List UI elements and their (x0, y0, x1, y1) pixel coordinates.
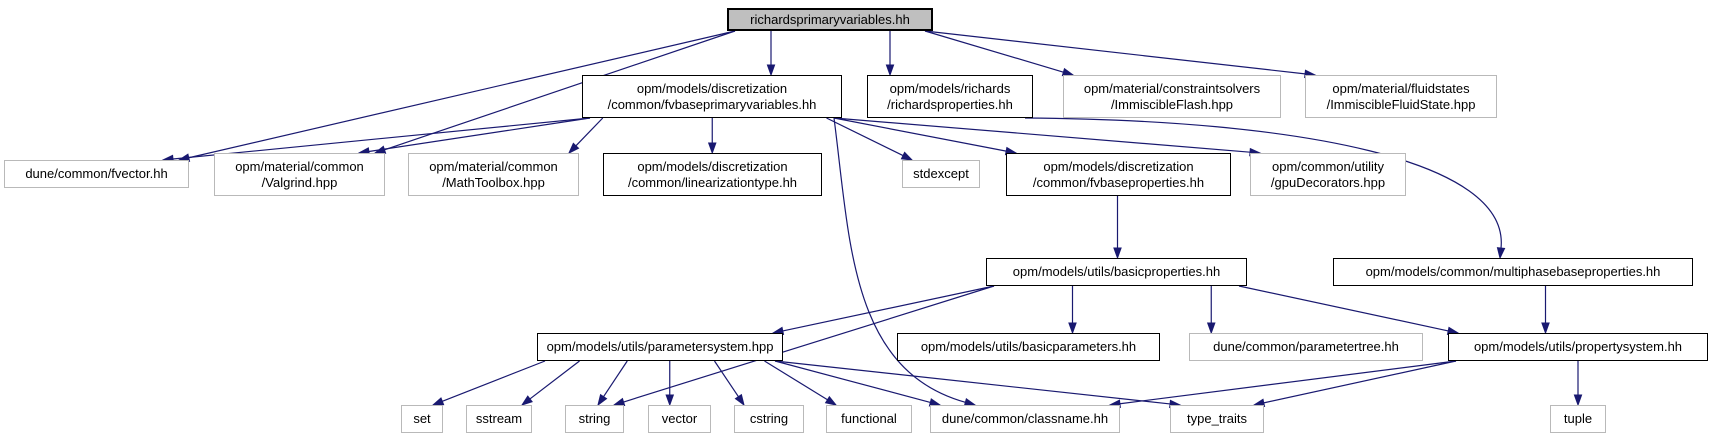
edge-basicprops-paramtree (1206, 286, 1216, 335)
node-label: opm/models/utils/parametersystem.hpp (546, 339, 774, 354)
edge-paramsys-sstream (520, 360, 580, 406)
graph-node-functional: functional (826, 405, 912, 433)
node-label: cstring (749, 411, 789, 426)
node-label: opm/models/utils/propertysystem.hh (1473, 339, 1683, 354)
graph-node-sstream: sstream (466, 405, 532, 433)
node-label: opm/models/utils/basicproperties.hh (1012, 264, 1221, 279)
graph-node-gpudec: opm/common/utility/gpuDecorators.hpp (1250, 153, 1406, 196)
edge-basicprops-basicparams (1068, 286, 1077, 335)
node-label: dune/common/parametertree.hh (1213, 339, 1399, 354)
edge-main-immflash (924, 30, 1075, 77)
graph-node-immfluid: opm/material/fluidstates/ImmiscibleFluid… (1305, 75, 1497, 118)
edge-propsys-tuple (1573, 361, 1583, 407)
edge-basicprops-propsys (1238, 285, 1460, 336)
graph-node-immflash: opm/material/constraintsolvers/Immiscibl… (1063, 75, 1281, 118)
graph-node-main: richardsprimaryvariables.hh (727, 8, 933, 31)
edge-paramsys-classname (774, 360, 942, 407)
edge-fvbase-lintype (707, 118, 717, 155)
node-label: set (413, 411, 431, 426)
edge-paramsys-cstring (714, 360, 745, 407)
graph-node-valgrind: opm/material/common/Valgrind.hpp (214, 153, 385, 196)
node-label: /richardsproperties.hh (887, 96, 1013, 112)
node-label: opm/models/discretization (1043, 158, 1194, 174)
node-label: dune/common/fvector.hh (25, 166, 168, 181)
edge-fvbaseprops-basicprops (1113, 196, 1122, 260)
node-label: /common/fvbaseprimaryvariables.hh (607, 96, 817, 112)
node-label: richardsprimaryvariables.hh (750, 11, 910, 27)
edge-fvbase-gpudec (833, 117, 1262, 157)
edge-propsys-typetraits (1252, 360, 1457, 407)
graph-node-cstring: cstring (734, 405, 804, 433)
node-label: opm/common/utility (1272, 158, 1384, 174)
edge-main-richardsprops (885, 31, 895, 77)
graph-node-fvbaseprops[interactable]: opm/models/discretization/common/fvbasep… (1006, 153, 1231, 196)
node-label: opm/models/discretization (637, 158, 788, 174)
edge-fvbase-valgrind (357, 117, 591, 156)
edge-paramsys-functional (764, 360, 838, 406)
edge-multiphase-propsys (1541, 286, 1550, 335)
edge-paramsys-set (431, 360, 546, 406)
node-label: opm/material/common (429, 158, 558, 174)
node-label: opm/models/richards (889, 80, 1011, 96)
graph-node-typetraits: type_traits (1170, 405, 1264, 433)
node-label: string (578, 411, 611, 426)
edge-propsys-classname (1108, 360, 1457, 408)
graph-node-paramsys[interactable]: opm/models/utils/parametersystem.hpp (537, 333, 783, 361)
node-label: dune/common/classname.hh (941, 411, 1109, 426)
node-label: stdexcept (913, 166, 969, 181)
graph-node-richardsprops[interactable]: opm/models/richards/richardsproperties.h… (867, 75, 1033, 118)
edge-paramsys-vector (665, 361, 675, 407)
graph-node-paramtree: dune/common/parametertree.hh (1189, 333, 1423, 361)
graph-node-basicparams[interactable]: opm/models/utils/basicparameters.hh (897, 333, 1160, 361)
node-label: /common/linearizationtype.hh (627, 174, 798, 190)
node-label: opm/models/utils/basicparameters.hh (920, 339, 1137, 354)
node-label: /ImmiscibleFlash.hpp (1110, 96, 1234, 112)
graph-node-mathtoolbox: opm/material/common/MathToolbox.hpp (408, 153, 579, 196)
node-label: /MathToolbox.hpp (442, 174, 545, 190)
node-label: functional (841, 411, 897, 426)
graph-node-basicprops[interactable]: opm/models/utils/basicproperties.hh (986, 258, 1247, 286)
node-label: opm/models/discretization (636, 80, 788, 96)
graph-node-set: set (401, 405, 443, 433)
edge-basicprops-string (612, 285, 995, 406)
node-label: tuple (1563, 411, 1593, 426)
graph-node-string: string (565, 405, 624, 433)
graph-node-propsys[interactable]: opm/models/utils/propertysystem.hh (1448, 333, 1708, 361)
node-label: vector (661, 411, 698, 426)
edge-fvbase-stdexcept (826, 117, 914, 161)
graph-node-multiphase[interactable]: opm/models/common/multiphasebaseproperti… (1333, 258, 1693, 286)
graph-node-fvbase[interactable]: opm/models/discretization/common/fvbasep… (582, 75, 842, 118)
node-label: /ImmiscibleFluidState.hpp (1326, 96, 1476, 112)
graph-node-vector: vector (648, 405, 711, 433)
node-label: type_traits (1187, 411, 1247, 426)
node-label: opm/material/constraintsolvers (1083, 80, 1261, 96)
graph-node-fvector: dune/common/fvector.hh (4, 160, 189, 188)
node-label: /Valgrind.hpp (261, 174, 338, 190)
edge-paramsys-string (597, 360, 628, 407)
graph-node-tuple: tuple (1550, 405, 1606, 433)
node-label: sstream (475, 411, 523, 426)
edge-richardsprops-multiphase (1024, 117, 1506, 260)
node-label: opm/models/common/multiphasebaseproperti… (1365, 264, 1661, 279)
node-label: opm/material/common (235, 158, 364, 174)
graph-node-classname: dune/common/classname.hh (930, 405, 1120, 433)
graph-node-lintype[interactable]: opm/models/discretization/common/lineari… (603, 153, 822, 196)
node-label: opm/material/fluidstates (1332, 80, 1470, 96)
edge-basicprops-paramsys (771, 285, 995, 336)
node-label: /common/fvbaseproperties.hh (1032, 174, 1205, 190)
edge-main-immfluid (924, 30, 1317, 79)
edge-fvbase-fvbaseprops (833, 117, 1018, 156)
edge-main-fvbase (766, 31, 776, 77)
edge-fvbase-mathtoolbox (567, 117, 604, 155)
node-label: /gpuDecorators.hpp (1270, 174, 1386, 190)
graph-node-stdexcept: stdexcept (902, 160, 980, 188)
